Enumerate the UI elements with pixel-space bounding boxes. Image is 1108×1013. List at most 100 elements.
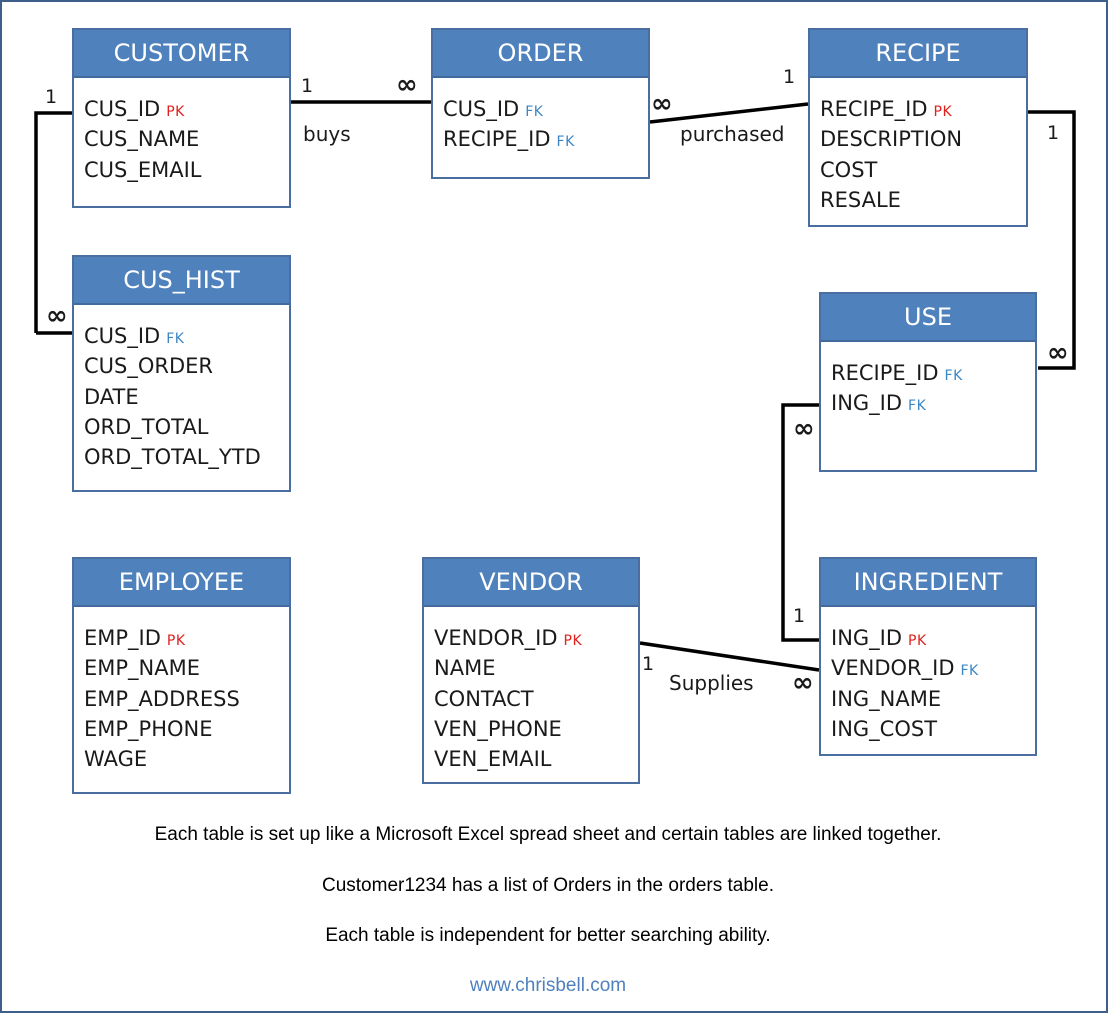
entity-fields: CUS_ID PK CUS_NAME CUS_EMAIL (74, 78, 289, 185)
field-row: CUS_ID FK (443, 94, 648, 124)
entity-use[interactable]: USE RECIPE_ID FK ING_ID FK (819, 292, 1037, 472)
field-name: CUS_ID (84, 324, 161, 348)
field-name: CUS_ID (84, 97, 161, 121)
field-name: ORD_TOTAL (84, 414, 209, 439)
card-customer-order-from: 1 (301, 75, 314, 97)
line-vendor-ingredient (639, 641, 820, 672)
card-use-ingredient-to: 1 (793, 605, 806, 627)
field-name: RECIPE_ID (831, 361, 939, 385)
fk-badge: FK (944, 368, 963, 384)
field-name: ING_NAME (831, 686, 942, 711)
entity-customer[interactable]: CUSTOMER CUS_ID PK CUS_NAME CUS_EMAIL (72, 28, 291, 208)
entity-recipe[interactable]: RECIPE RECIPE_ID PK DESCRIPTION COST RESALE (808, 28, 1028, 227)
fk-badge: FK (908, 398, 927, 415)
field-name: VEN_EMAIL (434, 747, 552, 772)
entity-fields: RECIPE_ID FK ING_ID FK (821, 342, 1035, 419)
line-recipe-use (1028, 110, 1076, 370)
card-order-recipe-to: 1 (783, 66, 796, 88)
website-link[interactable]: www.chrisbell.com (469, 975, 627, 996)
field-row: CUS_ID FK (84, 321, 289, 351)
field-row: ORD_TOTAL (84, 412, 289, 442)
line-order-recipe (649, 102, 809, 124)
field-name: WAGE (84, 747, 148, 772)
field-name: ING_ID (831, 391, 903, 416)
field-row: RECIPE_ID FK (443, 124, 648, 154)
pk-badge: PK (563, 633, 583, 649)
card-vendor-ingredient-to: ∞ (792, 668, 814, 698)
field-row: ORD_TOTAL_YTD (84, 442, 289, 472)
field-name: VENDOR_ID (831, 656, 955, 681)
card-customer-order-to: ∞ (396, 70, 418, 100)
field-name: RESALE (820, 187, 901, 212)
card-recipe-use-to: ∞ (1047, 338, 1069, 368)
field-row: DESCRIPTION (820, 124, 1026, 154)
entity-title: VENDOR (424, 559, 638, 607)
fk-badge: FK (166, 331, 185, 347)
entity-fields: ING_ID PK VENDOR_ID FK ING_NAME ING_COST (821, 607, 1035, 744)
entity-title: CUS_HIST (74, 257, 289, 305)
entity-fields: CUS_ID FK RECIPE_ID FK (433, 78, 648, 155)
note-line-1: Each table is set up like a Microsoft Ex… (154, 824, 942, 845)
entity-title: ORDER (433, 30, 648, 78)
field-row: CUS_EMAIL (84, 155, 289, 185)
field-row: RECIPE_ID PK (820, 94, 1026, 124)
entity-title: EMPLOYEE (74, 559, 289, 607)
field-row: ING_ID PK (831, 623, 1035, 653)
field-row: CUS_ORDER (84, 351, 289, 381)
field-name: ING_ID (831, 626, 903, 650)
field-row: ING_NAME (831, 684, 1035, 714)
field-name: CUS_ORDER (84, 354, 214, 379)
pk-badge: PK (908, 633, 927, 649)
field-row: RECIPE_ID FK (831, 358, 1035, 388)
entity-order[interactable]: ORDER CUS_ID FK RECIPE_ID FK (431, 28, 650, 179)
line-customer-cus-hist (34, 111, 72, 333)
field-row: VENDOR_ID FK (831, 653, 1035, 683)
field-name: COST (820, 157, 878, 182)
field-name: RECIPE_ID (443, 127, 551, 152)
field-name: DESCRIPTION (820, 127, 963, 152)
fk-badge: FK (525, 104, 544, 120)
field-name: CUS_ID (443, 97, 520, 121)
fk-badge: FK (960, 663, 979, 680)
field-name: NAME (434, 656, 496, 681)
entity-title: CUSTOMER (74, 30, 289, 78)
field-row: WAGE (84, 744, 289, 774)
entity-fields: RECIPE_ID PK DESCRIPTION COST RESALE (810, 78, 1026, 215)
field-row: EMP_PHONE (84, 714, 289, 744)
field-row: CUS_NAME (84, 124, 289, 154)
line-use-ingredient (781, 403, 819, 642)
card-use-ingredient-from: ∞ (793, 414, 815, 444)
field-row: RESALE (820, 185, 1026, 215)
field-name: VEN_PHONE (434, 716, 562, 741)
field-row: CUS_ID PK (84, 94, 289, 124)
pk-badge: PK (166, 104, 185, 120)
field-name: RECIPE_ID (820, 97, 928, 121)
pk-badge: PK (933, 104, 953, 120)
card-customer-cus-hist-to: ∞ (46, 301, 68, 331)
card-order-recipe-from: ∞ (651, 89, 673, 119)
field-row: CONTACT (434, 684, 638, 714)
entity-title: USE (821, 294, 1035, 342)
label-purchased: purchased (680, 122, 785, 146)
pk-badge: PK (166, 633, 186, 649)
entity-title: RECIPE (810, 30, 1026, 78)
field-name: ORD_TOTAL_YTD (84, 445, 261, 470)
field-name: EMP_ADDRESS (84, 686, 240, 711)
field-row: ING_COST (831, 714, 1035, 744)
field-name: CUS_EMAIL (84, 157, 202, 182)
field-name: CONTACT (434, 686, 534, 711)
label-supplies: Supplies (669, 671, 754, 695)
field-row: DATE (84, 382, 289, 412)
field-name: ING_COST (831, 716, 938, 741)
fk-badge: FK (556, 134, 575, 151)
card-customer-cus-hist-from: 1 (45, 86, 58, 108)
field-row: EMP_NAME (84, 653, 289, 683)
